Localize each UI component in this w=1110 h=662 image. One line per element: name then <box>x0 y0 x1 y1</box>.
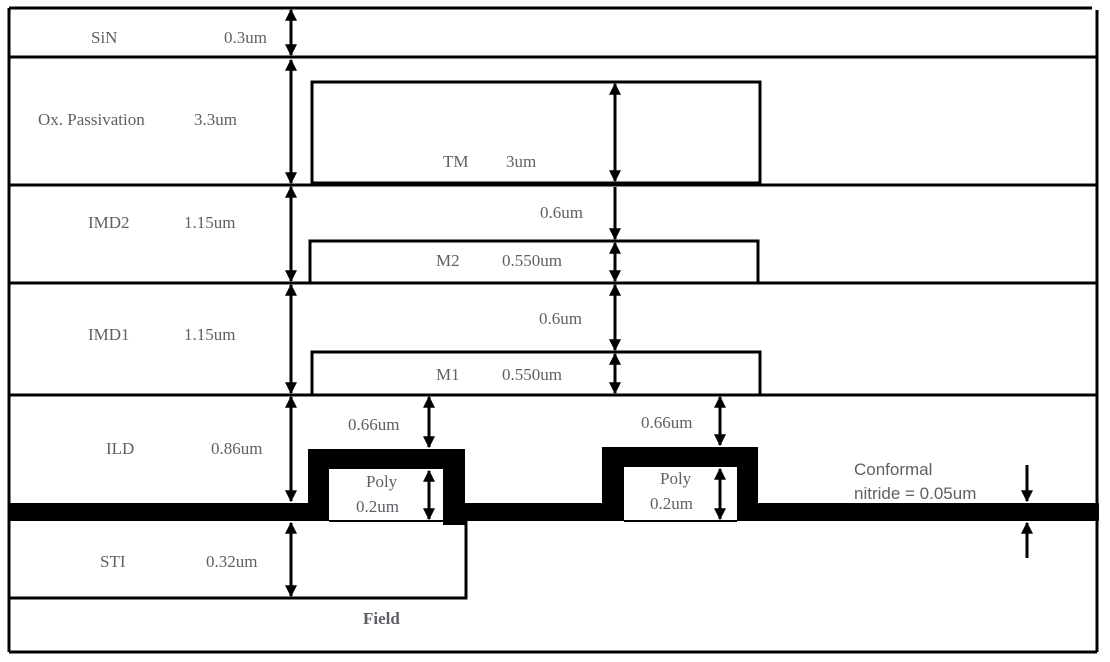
nitride-label-line2: nitride = 0.05um <box>854 484 976 503</box>
m2-thickness: 0.550um <box>502 251 562 270</box>
sti-outline <box>9 520 468 600</box>
conformal-nitride <box>9 447 1099 521</box>
m2-label: M2 <box>436 251 460 270</box>
poly2-label: Poly <box>660 469 692 488</box>
metal-dimension-arrows <box>423 82 726 521</box>
sin-thickness: 0.3um <box>224 28 267 47</box>
ild-label: ILD <box>106 439 134 458</box>
passivation-thickness: 3.3um <box>194 110 237 129</box>
layer-boundaries <box>7 6 1099 654</box>
poly1-label: Poly <box>366 472 398 491</box>
passivation-label: Ox. Passivation <box>38 110 145 129</box>
ild-thickness: 0.86um <box>211 439 262 458</box>
sin-label: SiN <box>91 28 117 47</box>
m1-metal-box <box>310 350 762 397</box>
m1-thickness: 0.550um <box>502 365 562 384</box>
m2-metal-box <box>308 239 760 285</box>
tm-thickness: 3um <box>506 152 536 171</box>
tm-label: TM <box>443 152 469 171</box>
imd1-label: IMD1 <box>88 325 130 344</box>
poly2-thickness: 0.2um <box>650 494 693 513</box>
imd2-label: IMD2 <box>88 213 130 232</box>
sti-label: STI <box>100 552 126 571</box>
tm-m2-spacing: 0.6um <box>540 203 583 222</box>
tm-metal-box <box>310 80 762 185</box>
field-label: Field <box>363 609 400 628</box>
nitride-label-line1: Conformal <box>854 460 932 479</box>
imd1-thickness: 1.15um <box>184 325 235 344</box>
imd2-thickness: 1.15um <box>184 213 235 232</box>
poly1-m1-spacing: 0.66um <box>348 415 399 434</box>
m1-label: M1 <box>436 365 460 384</box>
sti-thickness: 0.32um <box>206 552 257 571</box>
nitride-step <box>443 521 466 525</box>
poly2-m1-spacing: 0.66um <box>641 413 692 432</box>
m2-m1-spacing: 0.6um <box>539 309 582 328</box>
poly1-thickness: 0.2um <box>356 497 399 516</box>
